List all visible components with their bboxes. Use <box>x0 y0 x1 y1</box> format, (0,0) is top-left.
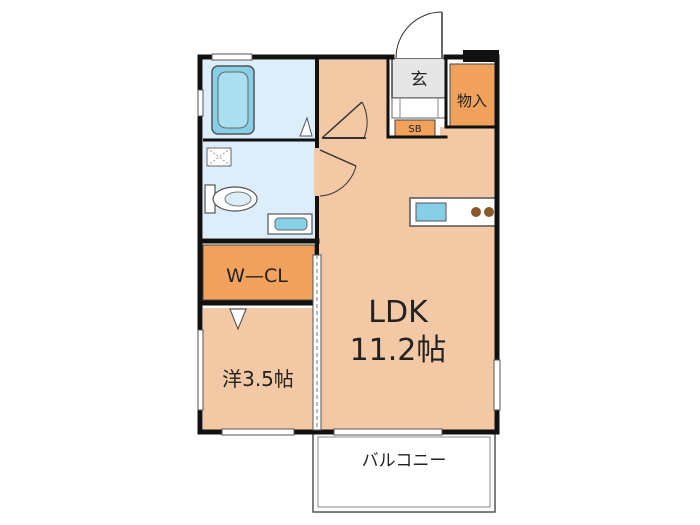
western-room-label: 洋3.5帖 <box>222 367 294 391</box>
windows <box>197 53 501 436</box>
kitchen-counter <box>409 197 499 227</box>
entrance-label: 玄 <box>411 70 428 90</box>
walk-in-closet-label: W—CL <box>226 265 288 287</box>
washing-machine-icon <box>206 147 232 167</box>
balcony-label: バルコニー <box>362 451 447 471</box>
stove-burner-icon <box>471 207 481 217</box>
washbasin-icon <box>267 213 313 235</box>
hall-door <box>321 101 368 139</box>
shoe-box-label: SB <box>408 124 421 135</box>
entrance: 玄 <box>391 57 447 119</box>
ldk-name-label: LDK <box>368 295 429 330</box>
wet-area <box>203 60 315 238</box>
ldk-door <box>314 148 357 197</box>
sliding-partition <box>312 254 322 431</box>
entrance-door <box>392 11 446 59</box>
storage-label: 物入 <box>457 92 487 110</box>
walk-in-closet: W—CL <box>202 244 316 301</box>
stove-burner-icon <box>484 207 494 217</box>
ldk-size-label: 11.2帖 <box>350 333 447 368</box>
storage-closet: 物入 <box>449 63 496 127</box>
shoe-box: SB <box>394 119 436 137</box>
western-room: 洋3.5帖 <box>203 308 315 432</box>
toilet-icon <box>204 184 258 214</box>
balcony: バルコニー <box>312 431 496 513</box>
ldk-room: LDK 11.2帖 <box>318 60 497 432</box>
